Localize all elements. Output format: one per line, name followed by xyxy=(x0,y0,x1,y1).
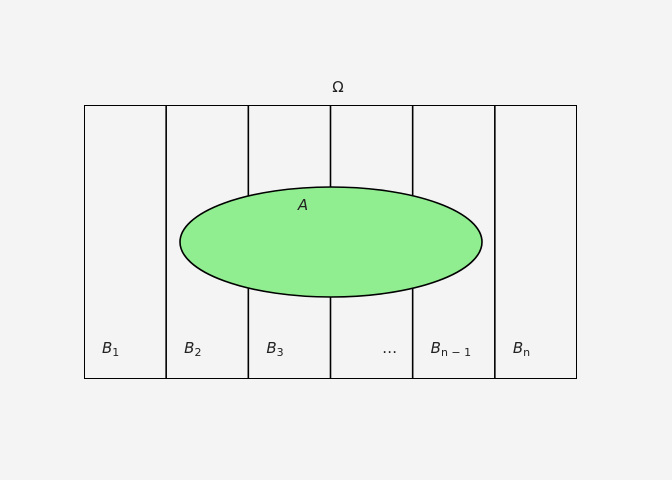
universe-label: Ω xyxy=(332,78,343,96)
partition-dividers xyxy=(165,105,496,378)
partition-label-6: Bn xyxy=(513,339,530,359)
event-a-ellipse xyxy=(179,186,483,298)
partition-label-1: B1 xyxy=(102,339,119,359)
partition-label-3: B3 xyxy=(266,339,283,359)
event-label: A xyxy=(297,196,308,214)
partition-label-4: … xyxy=(382,339,397,357)
partition-labels: B1 B2 B3 … Bn − 1 Bn xyxy=(102,339,530,359)
partition-label-5: Bn − 1 xyxy=(431,339,471,359)
partition-label-2: B2 xyxy=(184,339,201,359)
